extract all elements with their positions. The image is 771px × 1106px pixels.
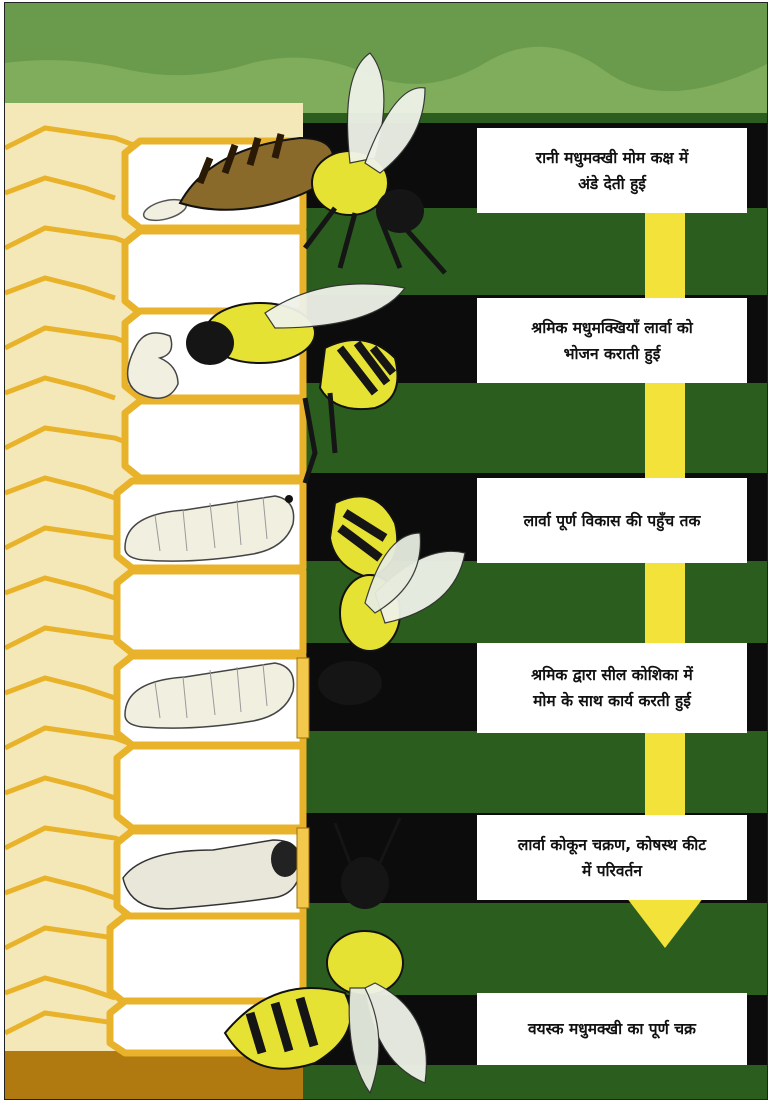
stage-label-egg: रानी मधुमक्खी मोम कक्ष में अंडे देती हुई [477, 128, 747, 213]
life-cycle-diagram: रानी मधुमक्खी मोम कक्ष में अंडे देती हुई… [4, 2, 768, 1100]
stage-label-sealing: श्रमिक द्वारा सील कोशिका में मोम के साथ … [477, 643, 747, 733]
stage-label-growth: लार्वा पूर्ण विकास की पहुँच तक [477, 478, 747, 563]
stage-label-feeding: श्रमिक मधुमक्खियाँ लार्वा को भोजन कराती … [477, 298, 747, 383]
stage-label-pupa: लार्वा कोकून चक्रण, कोषस्थ कीट में परिवर… [477, 815, 747, 900]
stage-label-adult: वयस्क मधुमक्खी का पूर्ण चक्र [477, 993, 747, 1065]
